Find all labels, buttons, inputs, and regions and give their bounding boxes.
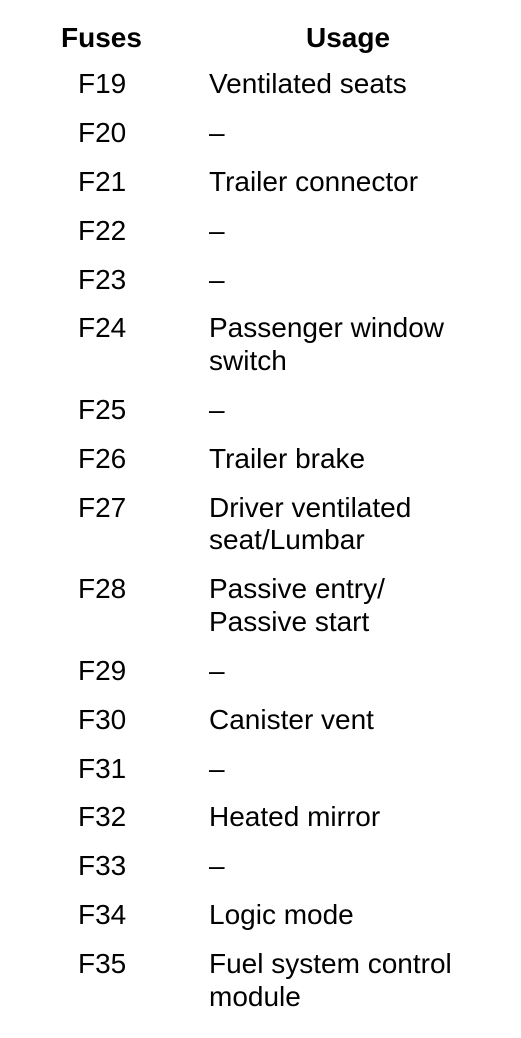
header-fuses: Fuses — [61, 22, 142, 53]
table-row: F29 – — [0, 654, 521, 703]
table-row: F22 – — [0, 214, 521, 263]
fuse-cell: F27 — [78, 491, 127, 523]
usage-cell: – — [209, 752, 225, 784]
usage-cell: – — [209, 393, 225, 425]
usage-cell: Fuel system control module — [209, 948, 452, 1012]
usage-cell: – — [209, 214, 225, 246]
usage-cell: Passenger window switch — [209, 312, 445, 376]
usage-cell: Canister vent — [209, 703, 374, 735]
fuse-cell: F20 — [78, 116, 127, 148]
table-row: F35 Fuel system control module — [0, 947, 521, 1029]
table-row: F24 Passenger window switch — [0, 311, 521, 393]
table-row: F20 – — [0, 116, 521, 165]
table-row: F23 – — [0, 263, 521, 312]
table-row: F27 Driver ventilated seat/Lumbar — [0, 491, 521, 573]
fuse-cell: F26 — [78, 442, 127, 474]
fuse-cell: F19 — [78, 68, 127, 99]
fuse-cell: F22 — [78, 214, 127, 246]
table-row: F34 Logic mode — [0, 898, 521, 947]
table-row: F28 Passive entry/ Passive start — [0, 572, 521, 654]
table-row: F19 Ventilated seats — [0, 67, 521, 116]
fuse-cell: F35 — [78, 948, 127, 980]
table-row: F32 Heated mirror — [0, 800, 521, 849]
fuse-cell: F31 — [78, 752, 127, 784]
fuse-cell: F34 — [78, 899, 127, 931]
table-row: F30 Canister vent — [0, 703, 521, 752]
fuse-cell: F29 — [78, 654, 127, 686]
usage-cell: Heated mirror — [209, 801, 381, 833]
fuse-cell: F30 — [78, 703, 127, 735]
fuse-cell: F28 — [78, 573, 127, 605]
table-header: Fuses Usage — [0, 20, 521, 60]
table-row: F31 – — [0, 752, 521, 801]
fuse-cell: F25 — [78, 393, 127, 425]
header-usage: Usage — [306, 22, 391, 53]
usage-cell: – — [209, 850, 225, 882]
usage-cell: – — [209, 116, 225, 148]
fuse-cell: F33 — [78, 850, 127, 882]
fuse-cell: F24 — [78, 312, 127, 344]
usage-cell: – — [209, 263, 225, 295]
usage-cell: Logic mode — [209, 899, 354, 931]
fuse-cell: F23 — [78, 263, 127, 295]
table-row: F33 – — [0, 849, 521, 898]
table-row: F21 Trailer connector — [0, 165, 521, 214]
fuse-cell: F32 — [78, 801, 127, 833]
fuse-cell: F21 — [78, 165, 127, 197]
usage-cell: Driver ventilated seat/Lumbar — [209, 491, 412, 556]
usage-cell: Passive entry/ Passive start — [209, 573, 385, 637]
usage-cell: Ventilated seats — [209, 68, 407, 99]
table-row: F26 Trailer brake — [0, 442, 521, 491]
usage-cell: Trailer connector — [209, 165, 419, 197]
table-row: F25 – — [0, 393, 521, 442]
usage-cell: – — [209, 654, 225, 686]
usage-cell: Trailer brake — [209, 442, 366, 474]
table-body: F19 Ventilated seats F20 – F21 Trailer c… — [0, 67, 521, 1029]
